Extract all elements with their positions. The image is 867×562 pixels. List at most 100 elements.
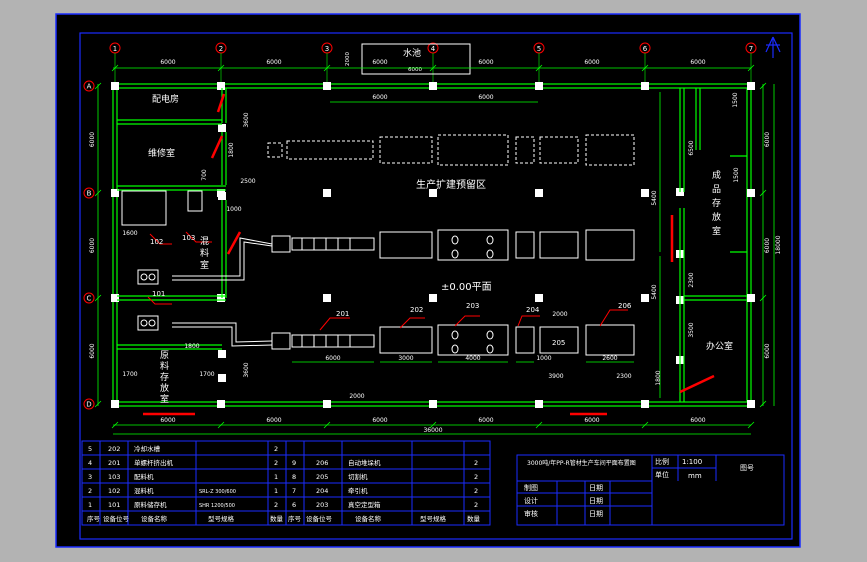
dim-left: 6000 <box>89 238 96 253</box>
pool-label: 水池 <box>403 47 421 59</box>
dim-misc: 3000 <box>398 355 413 362</box>
dim-misc: 2500 <box>240 178 255 185</box>
dim-top: 6000 <box>160 59 175 66</box>
tag-leaders <box>147 231 628 331</box>
dim-bottom: 6000 <box>160 417 175 424</box>
column-marker <box>641 294 649 302</box>
table-cell: 103 <box>108 473 120 481</box>
column-marker <box>217 82 225 90</box>
table-cell: 3 <box>88 473 92 481</box>
column-marker <box>429 400 437 408</box>
title-row-label: 设计 <box>524 496 538 505</box>
dim-top: 6000 <box>690 59 705 66</box>
door-markers <box>143 93 715 416</box>
table-cell: 2 <box>88 487 92 495</box>
equipment-tag-102: 102 <box>150 238 163 246</box>
column-marker <box>111 294 119 302</box>
table-cell: 202 <box>108 445 120 453</box>
table-cell: 9 <box>292 459 296 467</box>
dim-left: 6000 <box>89 343 96 358</box>
table-header-cell: 设备名称 <box>355 514 382 523</box>
column-marker <box>218 374 226 382</box>
dim-total: 36000 <box>423 427 442 434</box>
room-office: 办公室 <box>706 340 733 352</box>
column-marker <box>747 82 755 90</box>
north-arrow-icon <box>765 36 781 58</box>
column-marker <box>641 82 649 90</box>
interior-partitions <box>117 88 747 402</box>
column-marker <box>218 192 226 200</box>
table-cell: 6 <box>292 501 296 509</box>
dim-misc: 1000 <box>226 206 241 213</box>
dim-misc: 5400 <box>651 284 658 299</box>
dim-misc: 5400 <box>651 190 658 205</box>
pool-height-dim: 2000 <box>345 52 351 66</box>
equipment-tag-101: 101 <box>152 290 165 298</box>
table-header-cell: 序号 <box>87 514 101 523</box>
table-cell: 4 <box>88 459 92 467</box>
title-row-date: 日期 <box>589 510 603 518</box>
feed-pipes <box>172 237 273 347</box>
column-marker <box>111 400 119 408</box>
inner-border <box>79 32 793 540</box>
dim-right-total: 18000 <box>775 235 782 254</box>
dim-misc: 1000 <box>536 355 551 362</box>
dim-misc: 3900 <box>548 373 563 380</box>
dim-misc: 1700 <box>122 371 137 378</box>
level-label: ±0.00平面 <box>441 282 492 293</box>
equipment-tag-201: 201 <box>336 310 349 318</box>
dim-top: 6000 <box>372 59 387 66</box>
title-row-label: 审核 <box>524 509 538 518</box>
equipment-tag-206: 206 <box>618 302 632 310</box>
table-cell: 2 <box>274 501 278 509</box>
column-marker <box>429 189 437 197</box>
dim-top: 6000 <box>266 59 281 66</box>
room-repair: 维修室 <box>148 147 175 159</box>
column-marker <box>641 189 649 197</box>
dim-misc: 2600 <box>602 355 617 362</box>
dim-top: 6000 <box>478 59 493 66</box>
axis-row-B: B <box>83 187 95 199</box>
dim-right: 6000 <box>764 343 771 358</box>
dimension-ticks <box>94 64 767 429</box>
dim-top: 6000 <box>584 59 599 66</box>
room-mixing: 混料室 <box>200 236 209 271</box>
svg-text:4: 4 <box>431 45 436 53</box>
scale-label: 比例 <box>655 457 669 466</box>
dim-misc: 2000 <box>552 311 567 318</box>
production-line-1 <box>271 229 635 261</box>
dim-bottom: 6000 <box>690 417 705 424</box>
table-cell: 混料机 <box>134 486 154 495</box>
drawing-title: 3000吨/年PP-R管材生产车间平面布置图 <box>527 459 636 467</box>
equipment-tag-202: 202 <box>410 306 423 314</box>
table-cell: 2 <box>474 487 478 495</box>
column-marker <box>747 189 755 197</box>
unit-value: mm <box>688 472 702 480</box>
dim-right: 6000 <box>764 238 771 253</box>
svg-text:3: 3 <box>325 45 329 53</box>
dim-misc: 2000 <box>349 393 364 400</box>
column-marker <box>323 82 331 90</box>
vacuum-tank-marks <box>451 235 494 354</box>
column-marker <box>641 400 649 408</box>
room-raw: 原料存放室 <box>160 350 169 405</box>
dim-misc: 1500 <box>732 92 739 107</box>
dim-bottom: 6000 <box>584 417 599 424</box>
equipment-tag-203: 203 <box>466 302 479 310</box>
table-cell: 2 <box>274 445 278 453</box>
dim-bottom: 6000 <box>372 417 387 424</box>
column-marker <box>535 82 543 90</box>
table-cell: 1 <box>88 501 92 509</box>
column-marker <box>323 400 331 408</box>
title-row-date: 日期 <box>589 497 603 505</box>
dim-right: 6000 <box>764 132 771 147</box>
svg-text:2: 2 <box>219 45 223 53</box>
table-header-cell: 设备位号 <box>306 514 333 523</box>
axis-row-A: A <box>83 80 95 92</box>
title-block: 3000吨/年PP-R管材生产车间平面布置图 比例 1:100 单位 mm 图号… <box>516 454 785 526</box>
expansion-equipment <box>267 134 635 166</box>
table-cell: 2 <box>474 501 478 509</box>
svg-text:B: B <box>87 190 92 198</box>
